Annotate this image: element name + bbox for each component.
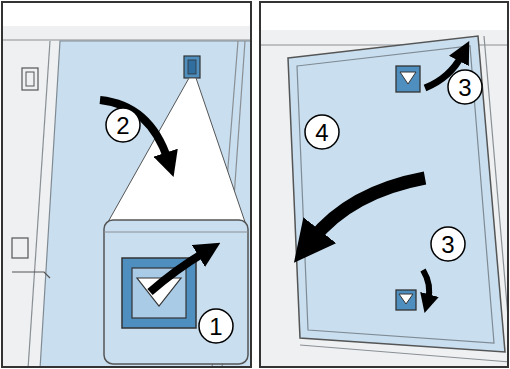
push-arrow bbox=[100, 100, 168, 160]
ground bbox=[3, 3, 250, 366]
callout-circle bbox=[106, 108, 140, 142]
detail-inset bbox=[104, 220, 248, 364]
hinge bbox=[26, 72, 34, 86]
latch bbox=[396, 66, 420, 92]
door-frame bbox=[297, 46, 494, 343]
callout-number: 3 bbox=[441, 233, 454, 257]
callout-number: 3 bbox=[458, 76, 471, 100]
callout-circle bbox=[448, 70, 482, 104]
latch-flap bbox=[400, 72, 416, 84]
callout-circle bbox=[305, 115, 339, 149]
callout-number: 4 bbox=[315, 121, 328, 145]
latch bbox=[396, 290, 416, 310]
latch bbox=[188, 60, 196, 74]
left-panel bbox=[3, 3, 250, 366]
door-panel bbox=[40, 41, 250, 366]
top-strip bbox=[3, 3, 250, 26]
hinge bbox=[12, 238, 28, 258]
latch-flap bbox=[399, 294, 413, 304]
zoom-wedge bbox=[108, 78, 245, 222]
door-panel bbox=[288, 36, 505, 352]
top-strip bbox=[261, 3, 507, 30]
latch-detail bbox=[132, 268, 186, 318]
frame-line bbox=[484, 36, 507, 340]
panel-border bbox=[2, 2, 251, 367]
callout-circle bbox=[431, 227, 465, 261]
lower-arrow bbox=[423, 270, 429, 300]
lift-arrow bbox=[150, 252, 205, 292]
hinge bbox=[22, 68, 38, 90]
latch bbox=[184, 56, 200, 78]
callout-number: 1 bbox=[209, 315, 222, 339]
panel-border bbox=[260, 2, 508, 367]
rail bbox=[12, 272, 50, 278]
inset-edge bbox=[104, 232, 248, 233]
callout-number: 2 bbox=[116, 114, 129, 138]
frame-line bbox=[300, 345, 507, 362]
ground bbox=[261, 3, 507, 366]
remove-arrow bbox=[312, 178, 425, 240]
callout-circle bbox=[199, 309, 233, 343]
right-panel bbox=[261, 3, 507, 366]
